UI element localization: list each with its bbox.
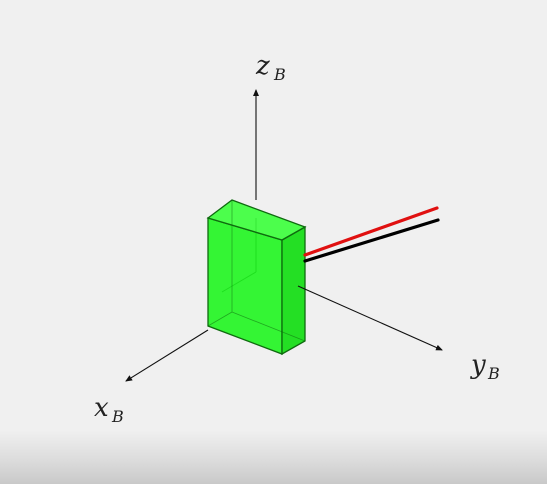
box-front-face: [207, 217, 283, 355]
y-axis-label: y B: [470, 350, 500, 383]
y-axis-letter: y: [470, 350, 486, 380]
rigid-body-box: [206, 199, 307, 356]
y-axis-subscript: B: [487, 364, 500, 383]
box-right-face: [281, 225, 306, 356]
z-axis-subscript: B: [273, 65, 286, 84]
vectors: [303, 206, 440, 263]
axes: [125, 89, 443, 382]
z-axis-label: z B: [255, 51, 286, 84]
x-axis-subscript: B: [111, 407, 124, 426]
y-axis-line: [297, 285, 443, 351]
x-axis-label: x B: [94, 393, 124, 426]
z-axis-letter: z: [255, 51, 270, 81]
red-vector: [303, 206, 439, 257]
x-axis-letter: x: [94, 393, 109, 423]
black-vector: [303, 218, 440, 263]
x-axis-line: [125, 329, 209, 382]
